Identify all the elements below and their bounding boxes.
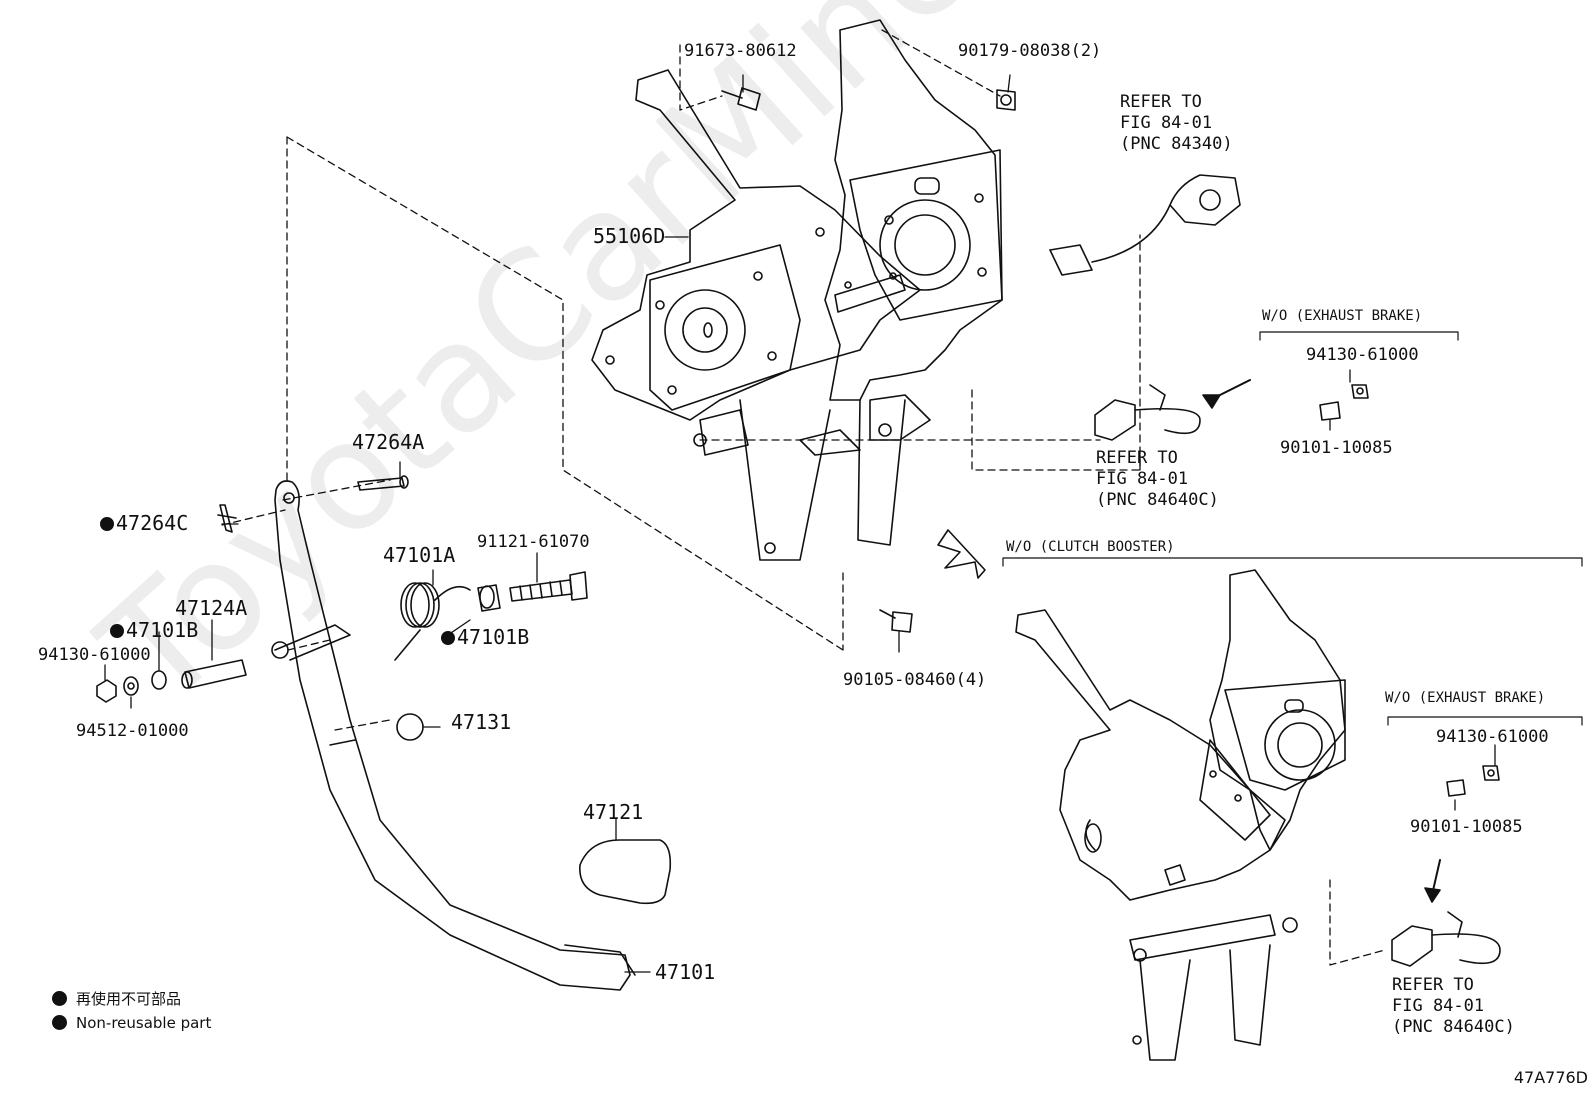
label-94130-bottom: 94130-61000 <box>1436 727 1549 747</box>
label-90105: 90105-08460(4) <box>843 670 987 690</box>
refer-84640c-top-line1: REFER TO <box>1096 448 1178 468</box>
bolt-91673 <box>721 87 761 111</box>
refer-84340: REFER TO FIG 84-01 (PNC 84340) <box>1120 92 1233 155</box>
group-brackets <box>1002 331 1583 726</box>
refer-84640c-bottom: REFER TO FIG 84-01 (PNC 84640C) <box>1392 975 1515 1038</box>
label-47121: 47121 <box>583 800 644 824</box>
bolt-90105 <box>879 609 913 633</box>
bushing-left <box>151 670 167 690</box>
label-47264c: 47264C <box>100 513 188 533</box>
label-47101a: 47101A <box>383 543 456 567</box>
switch-84640c-top <box>1094 379 1251 441</box>
label-47264c-text: 47264C <box>116 511 189 535</box>
sleeve-47124a <box>181 659 247 689</box>
label-47124a: 47124A <box>175 596 248 620</box>
non-reusable-dot <box>441 631 455 645</box>
label-90179: 90179-08038(2) <box>958 41 1102 61</box>
nut-94130-left <box>96 679 117 703</box>
label-47101b-left: 47101B <box>110 620 198 640</box>
legend-dot-icon <box>52 1015 67 1030</box>
leader-lines <box>104 74 1496 973</box>
refer-84640c-bottom-line2: FIG 84-01 <box>1392 996 1485 1016</box>
label-47264a: 47264A <box>352 430 425 454</box>
label-47101b-right: 47101B <box>441 627 529 647</box>
label-47131: 47131 <box>451 710 512 734</box>
bolt-nut-bottom <box>1446 765 1500 797</box>
direction-arrow <box>937 529 986 579</box>
bolt-nut-top <box>1319 384 1369 421</box>
refer-84340-line3: (PNC 84340) <box>1120 134 1233 154</box>
legend-jp: 再使用不可部品 <box>52 988 181 1009</box>
washer-94512 <box>123 676 139 696</box>
label-94130-top: 94130-61000 <box>1306 345 1419 365</box>
label-94512: 94512-01000 <box>76 721 189 741</box>
label-90101-bottom: 90101-10085 <box>1410 817 1523 837</box>
figure-code: 47A776D <box>1513 1068 1588 1087</box>
stopper-47131 <box>396 713 424 741</box>
legend-dot-icon <box>52 991 67 1006</box>
refer-84640c-bottom-line1: REFER TO <box>1392 975 1474 995</box>
spring-47101a <box>394 582 471 661</box>
non-reusable-dot <box>110 624 124 638</box>
refer-84640c-top-line2: FIG 84-01 <box>1096 469 1189 489</box>
refer-84340-line1: REFER TO <box>1120 92 1202 112</box>
label-91673: 91673-80612 <box>684 41 797 61</box>
switch-84640c-bottom <box>1391 859 1501 967</box>
pedal-arm <box>271 480 636 991</box>
legend-en-text: Non-reusable part <box>76 1014 212 1032</box>
group-wo-exhaust-top: W/O (EXHAUST BRAKE) <box>1262 308 1423 324</box>
label-94130-left: 94130-61000 <box>38 645 151 665</box>
legend-jp-text: 再使用不可部品 <box>76 990 182 1008</box>
label-91121: 91121-61070 <box>477 532 590 552</box>
label-55106d: 55106D <box>593 224 666 248</box>
bracket-assembly-top <box>591 19 1003 561</box>
refer-84640c-bottom-line3: (PNC 84640C) <box>1392 1017 1515 1037</box>
bushing-bolt <box>477 571 588 612</box>
non-reusable-dot <box>100 517 114 531</box>
pad-47121 <box>579 839 672 905</box>
legend-en: Non-reusable part <box>52 1014 211 1032</box>
clip-47264c <box>217 504 237 533</box>
refer-84640c-top: REFER TO FIG 84-01 (PNC 84640C) <box>1096 448 1219 511</box>
pin-47264a <box>357 475 409 491</box>
refer-84340-line2: FIG 84-01 <box>1120 113 1213 133</box>
group-wo-clutch-booster: W/O (CLUTCH BOOSTER) <box>1006 539 1175 555</box>
bracket-assembly-bottom <box>1015 569 1346 1061</box>
switch-84340 <box>1049 174 1241 276</box>
label-47101b-left-text: 47101B <box>126 618 199 642</box>
group-wo-exhaust-bottom: W/O (EXHAUST BRAKE) <box>1385 690 1546 706</box>
label-47101b-right-text: 47101B <box>457 625 530 649</box>
label-90101-top: 90101-10085 <box>1280 438 1393 458</box>
refer-84640c-top-line3: (PNC 84640C) <box>1096 490 1219 510</box>
nut-90179 <box>996 89 1016 111</box>
label-47101: 47101 <box>655 960 716 984</box>
